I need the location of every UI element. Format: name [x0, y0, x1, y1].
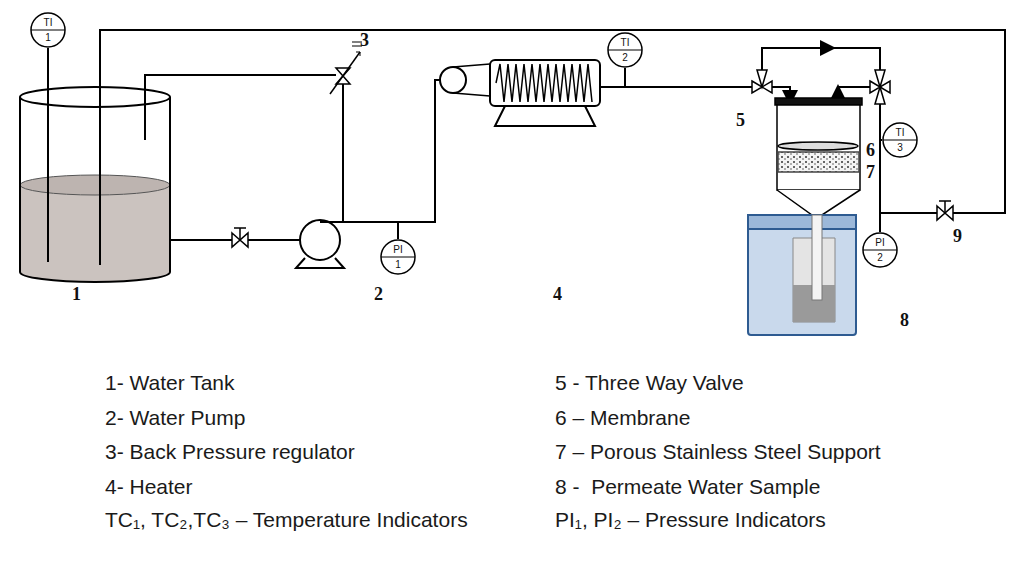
- callout-number: 2: [374, 284, 383, 304]
- piping-part: [170, 239, 232, 241]
- bubble-divider: [608, 50, 642, 51]
- legend-entry: 6 – Membrane: [555, 406, 690, 430]
- heater-part: [495, 106, 595, 126]
- water-tank-part: [20, 97, 170, 282]
- callout-number: 3: [360, 30, 369, 50]
- legend-entry: 7 – Porous Stainless Steel Support: [555, 440, 881, 464]
- flow-arrow: [789, 88, 791, 98]
- piping-part: [145, 75, 336, 140]
- back-pressure-regulator: [330, 42, 362, 94]
- callout-number: 8: [900, 310, 909, 330]
- piping-part: [320, 82, 343, 222]
- legend-entry: 2- Water Pump: [105, 406, 245, 430]
- hand-valve-part: [234, 228, 246, 240]
- heater-part: [440, 67, 466, 93]
- hand-valve: [232, 228, 248, 247]
- piping-part: [397, 222, 399, 239]
- membrane-cell-part: [778, 152, 859, 172]
- bubble-divider: [31, 30, 65, 31]
- membrane-cell-part: [778, 142, 858, 150]
- instrument-bubble: PI 2: [862, 232, 898, 268]
- bubble-divider: [883, 140, 917, 141]
- piping-part: [248, 239, 300, 241]
- callout-number: 4: [553, 284, 562, 304]
- bubble-circle: [31, 13, 65, 47]
- bubble-circle: [863, 233, 897, 267]
- water-tank-part: [20, 175, 170, 195]
- permeate-sample-part: [748, 215, 856, 229]
- membrane-cell: [775, 98, 862, 215]
- heater-part: [496, 64, 592, 102]
- callout-number: 1: [72, 284, 81, 304]
- legend-entry: 8 - Permeate Water Sample: [555, 475, 820, 499]
- three-way-valve-part: [757, 70, 767, 87]
- instrument-number: 1: [30, 32, 66, 43]
- piping-part: [762, 48, 880, 80]
- bubble-divider: [863, 250, 897, 251]
- permeate-sample: [748, 215, 856, 335]
- water-pump-part: [320, 221, 335, 223]
- callout-number: 9: [953, 226, 962, 246]
- piping: [48, 30, 1005, 265]
- callout-number: 6: [866, 140, 875, 160]
- water-tank-part: [20, 87, 170, 107]
- callout-number: 5: [736, 110, 745, 130]
- back-pressure-regulator-part: [330, 52, 360, 94]
- piping-part: [47, 48, 49, 262]
- heater-part: [490, 60, 600, 106]
- instrument-tag: TI: [30, 17, 66, 28]
- instrument-number: 2: [862, 252, 898, 263]
- instrument-tag: TI: [607, 37, 643, 48]
- piping-part: [880, 212, 937, 214]
- legend-entry: 5 - Three Way Valve: [555, 371, 744, 395]
- piping-part: [600, 86, 752, 88]
- bubble-divider: [381, 257, 415, 258]
- bubble-circle: [608, 33, 642, 67]
- piping-part: [624, 68, 626, 87]
- legend-entry: 1- Water Tank: [105, 371, 235, 395]
- instrument-bubble: TI 3: [882, 122, 918, 158]
- water-pump: [296, 220, 344, 268]
- three-way-valve: [752, 70, 890, 104]
- instrument-number: 2: [607, 52, 643, 63]
- instrument-number: 1: [380, 259, 416, 270]
- membrane-cell-part: [777, 190, 860, 215]
- outlet-valve: [937, 201, 953, 220]
- legend-entry: 4- Heater: [105, 475, 193, 499]
- callout-number: 7: [866, 162, 875, 182]
- legend-entry: PI₁, PI₂ – Pressure Indicators: [555, 508, 826, 532]
- instrument-tag: PI: [862, 237, 898, 248]
- water-pump-part: [300, 220, 340, 260]
- legend-entry: TC₁, TC₂,TC₃ – Temperature Indicators: [105, 508, 468, 532]
- heater: [440, 60, 600, 126]
- instrument-bubble: PI 1: [380, 239, 416, 275]
- piping-part: [100, 30, 1005, 265]
- membrane-cell-part: [777, 105, 860, 190]
- instrument-tag: PI: [380, 244, 416, 255]
- water-tank: [20, 87, 170, 282]
- instrument-bubble: TI 1: [30, 12, 66, 48]
- permeate-sample-part: [748, 215, 856, 335]
- membrane-cell-part: [775, 98, 862, 105]
- instrument-bubble: TI 2: [607, 32, 643, 68]
- three-way-valve-part: [875, 87, 885, 104]
- outlet-valve-part: [939, 201, 951, 213]
- flow-arrow: [812, 47, 828, 49]
- piping-part: [879, 95, 881, 213]
- legend-entry: 3- Back Pressure regulator: [105, 440, 355, 464]
- permeate-sample-part: [812, 215, 822, 300]
- piping-part: [343, 80, 440, 222]
- piping-part: [879, 213, 881, 232]
- bubble-circle: [883, 123, 917, 157]
- instrument-number: 3: [882, 142, 918, 153]
- water-tank-part: [20, 185, 170, 282]
- instrument-tag: TI: [882, 127, 918, 138]
- piping-part: [880, 139, 882, 141]
- heater-part: [453, 64, 490, 96]
- bubble-circle: [381, 240, 415, 274]
